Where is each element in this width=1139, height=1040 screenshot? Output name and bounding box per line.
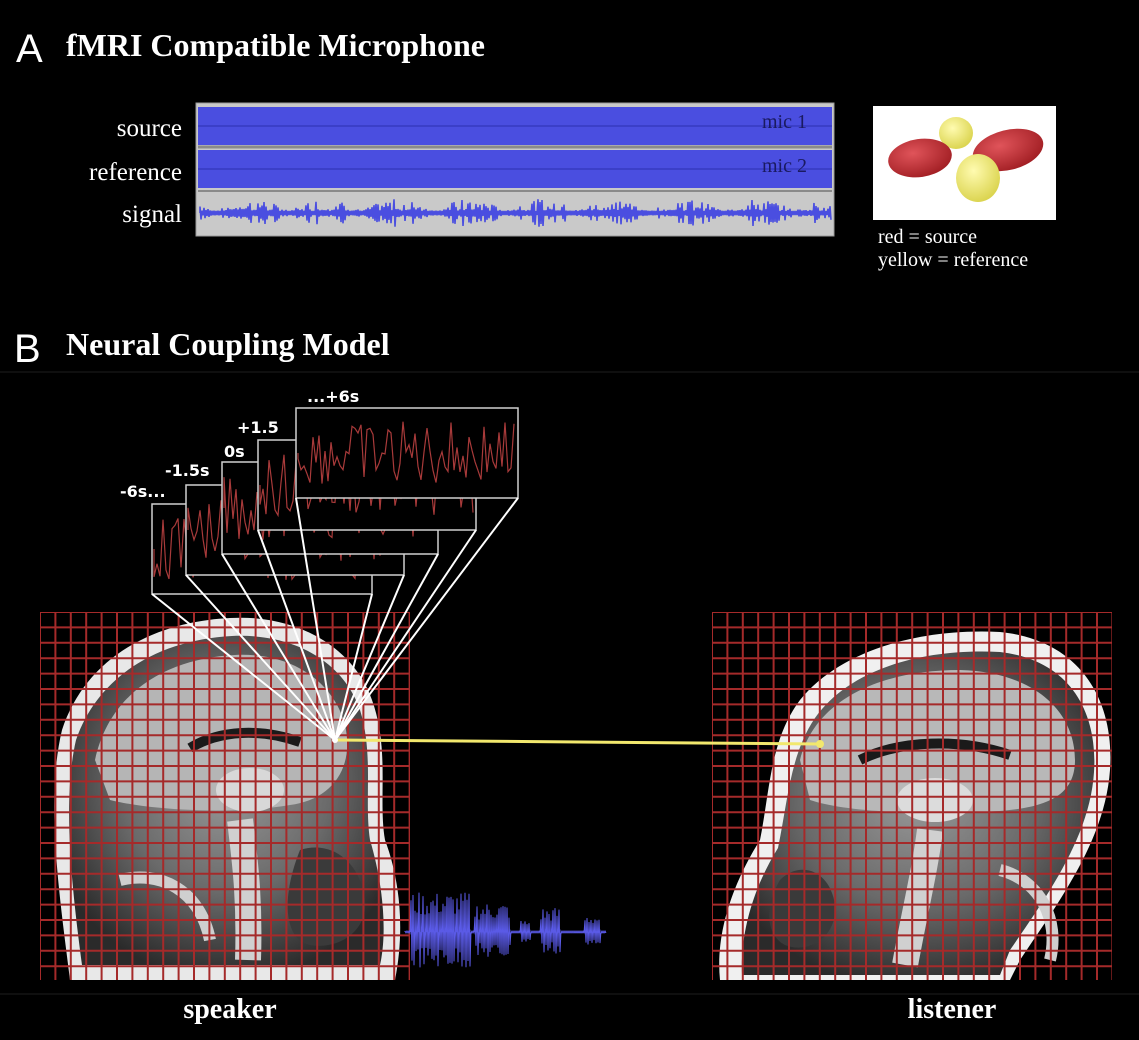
mic-1-label: mic 1 — [762, 111, 807, 133]
listener-label: listener — [908, 994, 997, 1025]
voxel-grid — [40, 612, 410, 980]
panel-a-letter: A — [16, 27, 43, 71]
mic-2-label: mic 2 — [762, 155, 807, 177]
track-label-signal: signal — [122, 201, 182, 228]
lag-time-series-windows: -6s... -1.5s 0s +1.5 ...+6s — [120, 387, 519, 741]
waveform-signal — [199, 199, 832, 227]
speech-waveform — [404, 892, 607, 968]
lag-label: -1.5s — [165, 461, 210, 480]
coupling-line — [334, 738, 821, 746]
projection-line — [334, 593, 373, 741]
projection-line — [295, 497, 336, 741]
audio-tracks: mic 1 mic 2 — [195, 102, 835, 237]
projection-line — [334, 497, 519, 741]
projection-line — [334, 553, 439, 741]
projection-line — [257, 529, 336, 741]
lag-label: ...+6s — [307, 387, 359, 406]
projection-line — [334, 574, 405, 741]
reference-lobe-top — [939, 117, 973, 149]
projection-line — [334, 529, 477, 741]
microphone-polar-pattern — [873, 106, 1056, 220]
projection-line — [221, 553, 336, 741]
lag-label: 0s — [224, 442, 245, 461]
speaker-brain-scan — [40, 612, 410, 980]
panel-b-title: Neural Coupling Model — [66, 326, 390, 362]
reference-lobe-bottom — [956, 154, 1000, 202]
panel-a-title: fMRI Compatible Microphone — [66, 27, 485, 63]
lag-label: -6s... — [120, 482, 166, 501]
listener-brain-scan — [712, 612, 1112, 980]
lag-window — [295, 407, 519, 499]
lag-label: +1.5 — [237, 418, 279, 437]
speaker-label: speaker — [183, 994, 276, 1025]
listener-voxel — [816, 740, 824, 748]
projection-line — [151, 593, 336, 741]
track-label-source: source — [117, 115, 182, 142]
projection-line — [185, 574, 336, 741]
legend-source: red = source — [878, 226, 977, 248]
voxel-grid — [712, 612, 1112, 980]
speaker-voxel — [332, 737, 338, 743]
track-label-reference: reference — [89, 159, 182, 186]
legend-reference: yellow = reference — [878, 249, 1028, 271]
panel-b-letter: B — [14, 327, 41, 371]
source-lobe-left — [888, 138, 952, 178]
lag-timeseries — [297, 421, 515, 484]
